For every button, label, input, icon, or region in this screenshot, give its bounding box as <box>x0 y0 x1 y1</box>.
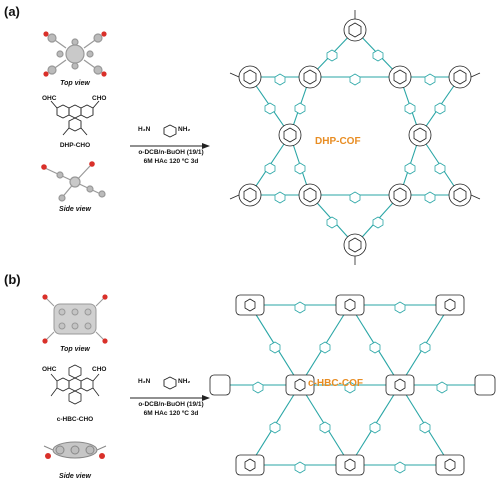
dhp-cho-side-view-model <box>41 161 106 202</box>
side-view-caption-a: Side view <box>59 206 91 213</box>
cof-name-a: DHP-COF <box>315 136 361 147</box>
panel-a-label: (a) <box>4 4 20 19</box>
monomer-name-a: DHP-CHO <box>59 142 91 149</box>
c-hbc-cho-top-view-model <box>42 294 108 344</box>
c-hbc-cof-framework <box>209 294 496 476</box>
condition-acid-b: 6M HAc 120 ºC 3d <box>143 410 199 417</box>
cof-name-b: c-HBC-COF <box>308 378 363 389</box>
amine-right-b: NH₂ <box>178 378 191 385</box>
diamine-linker-b <box>163 376 177 390</box>
side-view-caption-b: Side view <box>59 473 91 480</box>
condition-solvent-a: o-DCB/n-BuOH (19/1) <box>138 149 204 156</box>
aldehyde-label-right-b: CHO <box>92 366 107 373</box>
aldehyde-label-left-a: OHC <box>42 95 57 102</box>
aldehyde-label-left-b: OHC <box>42 366 57 373</box>
reaction-conditions-a: o-DCB/n-BuOH (19/1) 6M HAc 120 ºC 3d <box>116 148 226 166</box>
diamine-linker-a <box>163 124 177 138</box>
aldehyde-label-right-a: CHO <box>92 95 107 102</box>
condition-solvent-b: o-DCB/n-BuOH (19/1) <box>138 401 204 408</box>
reaction-conditions-b: o-DCB/n-BuOH (19/1) 6M HAc 120 ºC 3d <box>116 400 226 418</box>
reaction-arrow-b <box>130 395 210 401</box>
amine-left-a: H₂N <box>138 126 151 133</box>
monomer-name-b: c-HBC-CHO <box>56 416 94 423</box>
amine-right-a: NH₂ <box>178 126 191 133</box>
c-hbc-cho-side-view-model <box>43 441 107 459</box>
dhp-cof-framework <box>229 10 481 265</box>
top-view-caption-b: Top view <box>60 346 90 353</box>
amine-left-b: H₂N <box>138 378 151 385</box>
dhp-cho-top-view-model <box>43 31 107 77</box>
top-view-caption-a: Top view <box>60 80 90 87</box>
reaction-arrow-a <box>130 143 210 149</box>
dhp-cho-structure <box>50 100 100 136</box>
panel-b-label: (b) <box>4 272 21 287</box>
c-hbc-cho-structure <box>50 364 100 405</box>
condition-acid-a: 6M HAc 120 ºC 3d <box>143 158 199 165</box>
